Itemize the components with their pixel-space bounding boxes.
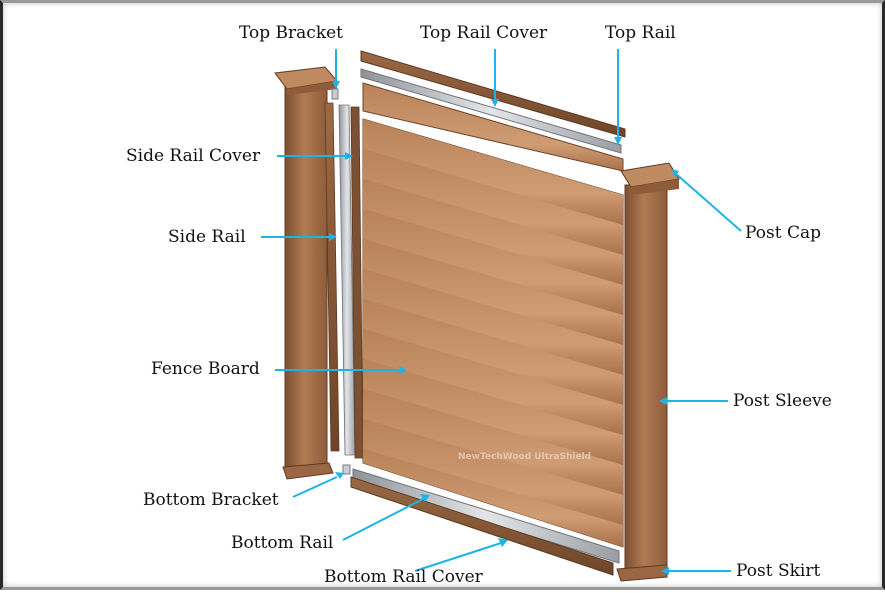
label-fence-board: Fence Board bbox=[151, 359, 260, 379]
side-rail-cover bbox=[324, 102, 340, 452]
leader-bottom-bracket bbox=[292, 476, 338, 498]
top-bracket bbox=[331, 88, 339, 100]
leader-lines bbox=[261, 49, 742, 575]
label-post-cap: Post Cap bbox=[745, 223, 821, 243]
label-top-rail: Top Rail bbox=[605, 23, 676, 43]
label-bottom-rail: Bottom Rail bbox=[231, 533, 334, 553]
bottom-rail bbox=[352, 468, 620, 564]
leader-bottom-rail-cover bbox=[414, 542, 502, 572]
top-rail-cover bbox=[360, 50, 626, 138]
top-rail bbox=[360, 68, 622, 154]
label-bottom-bracket: Bottom Bracket bbox=[143, 490, 279, 510]
fence-illustration: NewTechWood UltraShield bbox=[261, 49, 742, 582]
label-side-rail: Side Rail bbox=[168, 227, 246, 247]
label-top-bracket: Top Bracket bbox=[239, 23, 344, 43]
bottom-bracket bbox=[342, 464, 351, 475]
label-post-sleeve: Post Sleeve bbox=[733, 391, 832, 411]
label-top-rail-cover: Top Rail Cover bbox=[420, 23, 548, 43]
leader-post-cap bbox=[674, 172, 742, 232]
left-post bbox=[274, 66, 338, 480]
label-side-rail-cover: Side Rail Cover bbox=[126, 146, 261, 166]
fence-board-panel bbox=[362, 118, 624, 548]
leader-bottom-rail bbox=[342, 498, 424, 541]
right-post bbox=[616, 162, 680, 582]
label-post-skirt: Post Skirt bbox=[736, 561, 821, 581]
label-bottom-rail-cover: Bottom Rail Cover bbox=[324, 567, 483, 587]
watermark-text: NewTechWood UltraShield bbox=[458, 452, 591, 462]
